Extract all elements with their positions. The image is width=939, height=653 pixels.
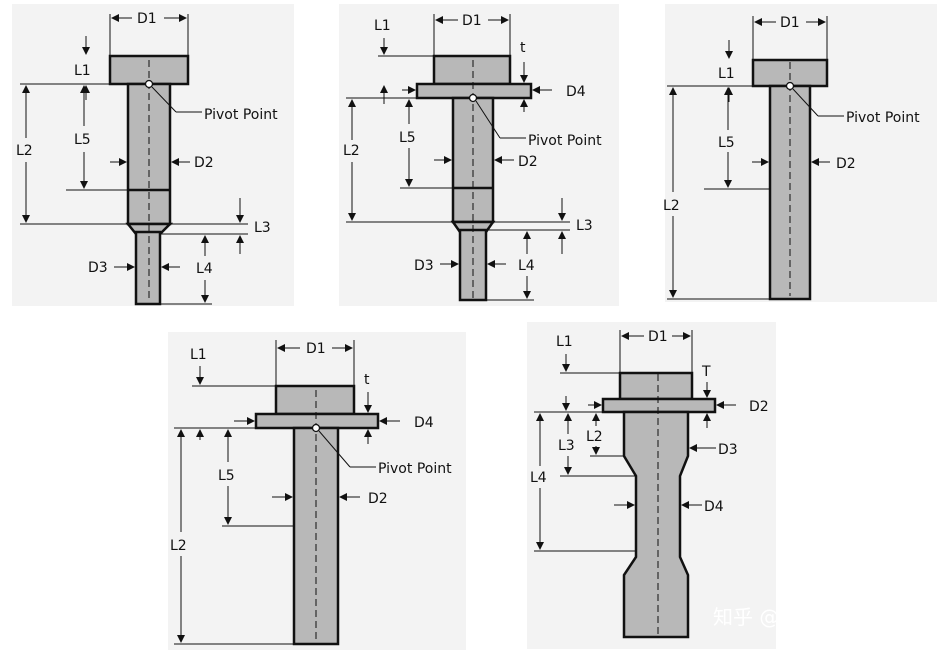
label-l2: L2: [170, 538, 187, 554]
label-d2: D2: [194, 155, 214, 171]
label-l5: L5: [718, 135, 735, 151]
label-l2: L2: [586, 429, 603, 445]
punch-head: [432, 54, 512, 86]
label-d4: D4: [414, 415, 434, 431]
pivot-leader-line: [792, 88, 819, 117]
label-d2: D2: [518, 154, 538, 170]
label-l4: L4: [530, 470, 547, 486]
pivot-point-marker: [468, 93, 478, 103]
label-l3: L3: [558, 438, 575, 454]
label-l1: L1: [190, 347, 207, 363]
watermark-text: 知乎 @上善若水: [713, 605, 859, 629]
label-d2: D2: [368, 491, 388, 507]
pivot-leader-line: [318, 430, 351, 468]
label-l4: L4: [518, 258, 535, 274]
label-l2: L2: [663, 198, 680, 214]
label-l4: L4: [196, 261, 213, 277]
punch-point: [134, 230, 162, 306]
label-l5: L5: [399, 130, 416, 146]
label-d1: D1: [306, 341, 326, 357]
diagram-2: D1 t L1 D4 L2 L5 D2 Pivot Point: [339, 4, 619, 306]
diagram-1: D1 L1 L2 L5 D2 L3 L4 D3: [12, 4, 294, 306]
label-l3: L3: [576, 218, 593, 234]
label-d3: D3: [88, 260, 108, 276]
label-pivot-point: Pivot Point: [378, 461, 452, 477]
label-d2: D2: [749, 399, 769, 415]
pivot-point-marker: [311, 423, 321, 433]
pivot-leader-line: [475, 100, 501, 139]
label-pivot-point: Pivot Point: [528, 133, 602, 149]
punch-collar: [601, 397, 717, 414]
punch-body: [292, 426, 340, 646]
diagram-4: D1 L1 t D4 L2 L5 D2 Pivot Point: [168, 332, 466, 650]
pivot-point-marker: [785, 81, 795, 91]
label-l1: L1: [556, 334, 573, 350]
label-l2: L2: [343, 143, 360, 159]
pivot-leader-line: [151, 86, 177, 113]
label-t: t: [520, 40, 526, 56]
label-d1: D1: [780, 15, 800, 31]
label-d4: D4: [566, 84, 586, 100]
punch-head: [618, 371, 694, 401]
label-d3: D3: [414, 258, 434, 274]
label-l1: L1: [74, 63, 91, 79]
label-d1: D1: [137, 11, 157, 27]
label-t-upper: T: [701, 364, 711, 380]
label-l2: L2: [16, 143, 33, 159]
label-l5: L5: [74, 132, 91, 148]
diagram-5: D1 L1 T D2 L4 L3 L2 D3 D4: [527, 322, 776, 649]
punch-head: [274, 384, 356, 416]
diagram-3: D1 L1 L2 L5 D2 Pivot Point: [663, 4, 937, 302]
label-d2: D2: [836, 156, 856, 172]
label-l1: L1: [374, 18, 391, 34]
label-l5: L5: [218, 468, 235, 484]
label-t: t: [364, 372, 370, 388]
label-l1: L1: [718, 66, 735, 82]
label-pivot-point: Pivot Point: [204, 107, 278, 123]
pivot-point-marker: [144, 79, 154, 89]
label-d1: D1: [462, 13, 482, 29]
label-pivot-point: Pivot Point: [846, 110, 920, 126]
label-d1: D1: [648, 329, 668, 345]
label-d4: D4: [704, 499, 724, 515]
label-l3: L3: [254, 220, 271, 236]
label-d3: D3: [718, 442, 738, 458]
